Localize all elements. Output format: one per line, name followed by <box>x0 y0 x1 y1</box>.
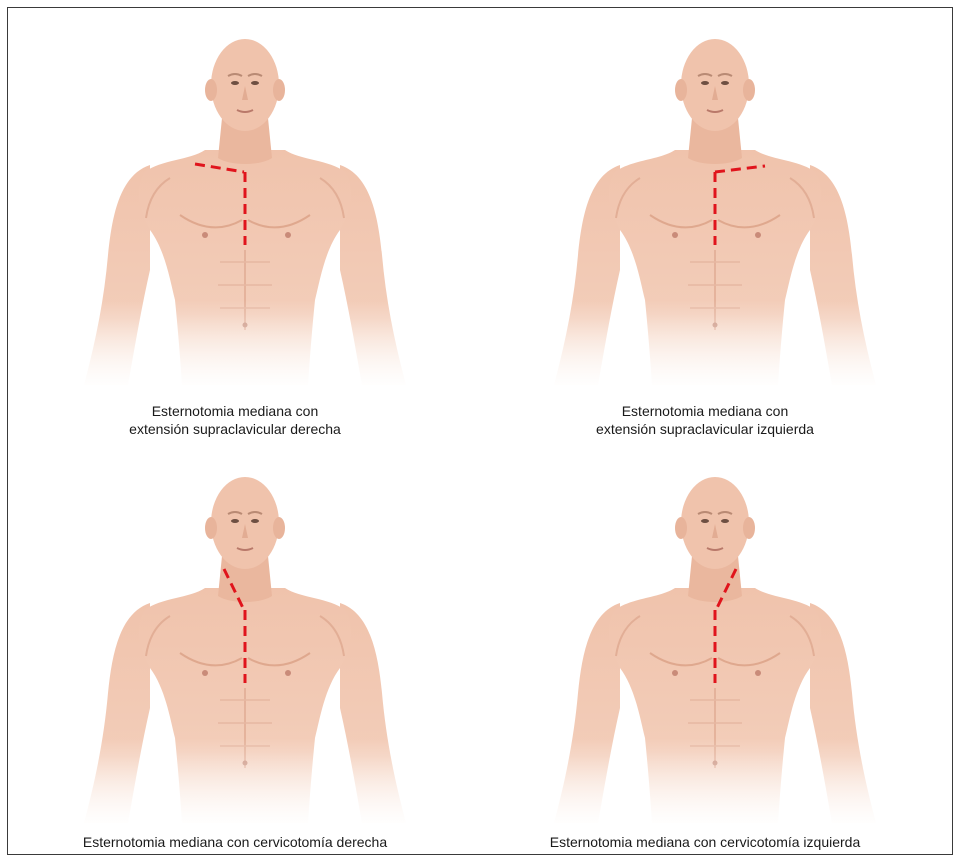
torso-illustration <box>470 0 940 424</box>
caption-line-2: extensión supraclavicular derecha <box>0 420 470 438</box>
caption-line-1: Esternotomia mediana con cervicotomía de… <box>0 833 470 851</box>
panel-caption: Esternotomia mediana con extensión supra… <box>0 402 470 438</box>
torso-illustration <box>0 438 470 862</box>
panel-cervical-right: Esternotomia mediana con cervicotomía de… <box>0 438 470 862</box>
caption-line-1: Esternotomia mediana con <box>0 402 470 420</box>
caption-line-1: Esternotomia mediana con <box>470 402 940 420</box>
panel-supraclavicular-right: Esternotomia mediana con extensión supra… <box>0 0 470 424</box>
torso-illustration <box>0 0 470 424</box>
panel-caption: Esternotomia mediana con extensión supra… <box>470 402 940 438</box>
panel-caption: Esternotomia mediana con cervicotomía de… <box>0 833 470 851</box>
panel-supraclavicular-left: Esternotomia mediana con extensión supra… <box>470 0 940 424</box>
panel-cervical-left: Esternotomia mediana con cervicotomía iz… <box>470 438 940 862</box>
caption-line-1: Esternotomia mediana con cervicotomía iz… <box>470 833 940 851</box>
caption-line-2: extensión supraclavicular izquierda <box>470 420 940 438</box>
torso-illustration <box>470 438 940 862</box>
panel-caption: Esternotomia mediana con cervicotomía iz… <box>470 833 940 851</box>
